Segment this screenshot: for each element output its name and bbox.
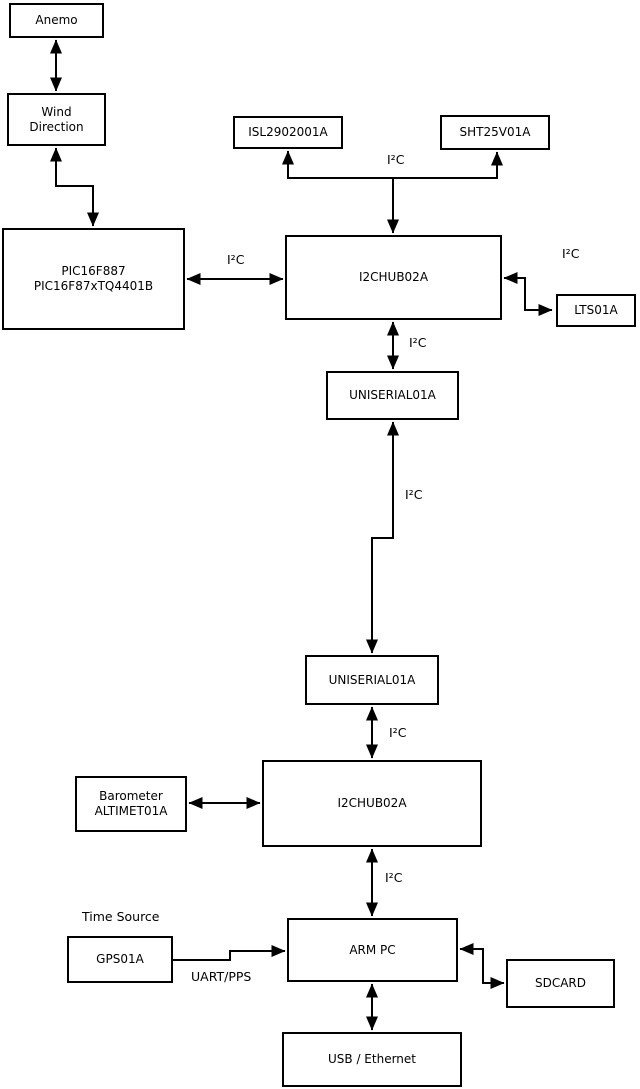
edge-uniserial1-uniserial2 xyxy=(366,421,399,654)
i2c-label-hub2-armpc: I²C xyxy=(385,870,403,885)
node-barometer-altimet01a: Barometer ALTIMET01A xyxy=(75,776,187,832)
node-sdcard: SDCARD xyxy=(506,959,615,1008)
uart-pps-label: UART/PPS xyxy=(191,969,252,984)
node-sht25v01a: SHT25V01A xyxy=(440,115,550,150)
node-pic16f887: PIC16F887 PIC16F87xTQ4401B xyxy=(2,228,185,330)
i2c-label-uniserial-link: I²C xyxy=(405,487,423,502)
time-source-label: Time Source xyxy=(82,909,160,924)
node-wind-direction: Wind Direction xyxy=(7,93,106,146)
node-i2chub02a-1: I2CHUB02A xyxy=(285,235,502,320)
node-anemo: Anemo xyxy=(9,3,104,38)
node-lts01a: LTS01A xyxy=(556,294,636,327)
node-uniserial01a-2: UNISERIAL01A xyxy=(305,655,439,705)
i2c-label-pic-hub1: I²C xyxy=(227,252,245,267)
node-gps01a: GPS01A xyxy=(67,936,173,983)
node-usb-ethernet: USB / Ethernet xyxy=(282,1032,462,1087)
node-uniserial01a-1: UNISERIAL01A xyxy=(326,371,459,420)
node-isl2902001a: ISL2902001A xyxy=(233,116,343,149)
edge-i2chub1-lts xyxy=(503,272,553,316)
i2c-label-hub1-uniserial1: I²C xyxy=(409,335,427,350)
edge-winddirection-pic xyxy=(50,147,99,227)
i2c-label-uniserial2-hub2: I²C xyxy=(389,725,407,740)
node-arm-pc: ARM PC xyxy=(287,918,458,982)
edge-armpc-sdcard xyxy=(459,943,505,989)
i2c-label-hub1-lts: I²C xyxy=(562,246,580,261)
edge-gps-armpc xyxy=(173,945,286,961)
node-i2chub02a-2: I2CHUB02A xyxy=(262,760,482,847)
i2c-label-sensors: I²C xyxy=(387,152,405,167)
